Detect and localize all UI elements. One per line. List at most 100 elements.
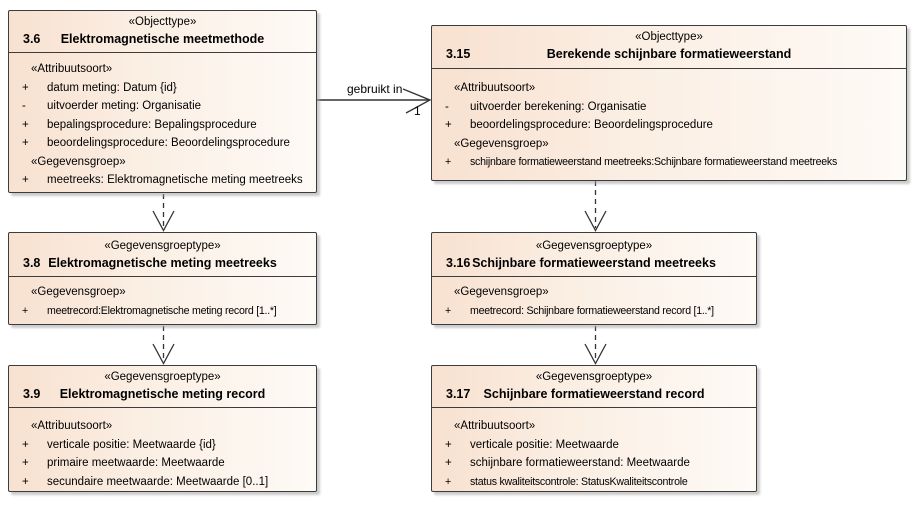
attribute-text: primaire meetwaarde: Meetwaarde bbox=[47, 457, 225, 469]
box-title-line: 3.15 Berekende schijnbare formatieweerst… bbox=[432, 46, 906, 63]
box-body: «Attribuutsoort» + datum meting: Datum {i… bbox=[9, 53, 316, 190]
attribute-row: + schijnbare formatieweerstand meetreeks:… bbox=[432, 153, 906, 172]
box-number: 3.16 bbox=[446, 256, 471, 270]
stereotype-header: «Gegevensgroep» bbox=[31, 286, 126, 298]
class-box-elektromagnetische-meting-record: «Gegevensgroeptype» 3.9 Elektromagnetisc… bbox=[8, 365, 317, 492]
visibility-symbol: + bbox=[22, 118, 29, 131]
box-title: «Gegevensgroeptype» 3.9 Elektromagnetisc… bbox=[9, 366, 316, 408]
stereotype-header: «Gegevensgroep» bbox=[454, 286, 549, 298]
box-title: «Gegevensgroeptype» 3.16 Schijnbare form… bbox=[432, 233, 756, 277]
dependency-arrowhead-3-8-to-3-9 bbox=[152, 343, 175, 365]
attribute-row: + datum meting: Datum {id} bbox=[9, 79, 316, 98]
class-box-elektromagnetische-meting-meetreeks: «Gegevensgroeptype» 3.8 Elektromagnetisc… bbox=[8, 232, 317, 325]
stereotype-label: «Gegevensgroeptype» bbox=[535, 240, 653, 252]
attribute-row: + status kwaliteitscontrole: StatusKwalit… bbox=[432, 473, 756, 492]
attribute-text: uitvoerder berekening: Organisatie bbox=[470, 100, 647, 113]
attribute-text: beoordelingsprocedure: Beoordelingsproce… bbox=[47, 137, 290, 149]
box-title: «Gegevensgroeptype» 3.17 Schijnbare form… bbox=[432, 366, 756, 408]
attribute-text: secundaire meetwaarde: Meetwaarde [0..1] bbox=[47, 475, 269, 488]
stereotype-header: «Gegevensgroep» bbox=[31, 155, 126, 168]
stereotype-header: «Attribuutsoort» bbox=[31, 420, 113, 432]
attribute-row: + verticale positie: Meetwaarde bbox=[432, 436, 756, 455]
attribute-text: schijnbare formatieweerstand: Meetwaarde bbox=[470, 457, 690, 469]
box-body: «Attribuutsoort» -uitvoerder berekening:… bbox=[432, 69, 906, 172]
attribute-row: + beoordelingsprocedure: Beoordelingsproc… bbox=[432, 116, 906, 135]
visibility-symbol: + bbox=[22, 174, 29, 186]
visibility-symbol: + bbox=[445, 304, 451, 317]
box-body: «Attribuutsoort» +verticale positie: Mee… bbox=[9, 408, 316, 491]
visibility-symbol: + bbox=[445, 475, 451, 488]
visibility-symbol: + bbox=[22, 438, 29, 451]
box-number: 3.6 bbox=[23, 32, 41, 46]
class-box-elektromagnetische-meetmethode: «Objecttype» 3.6 Elektromagnetische meet… bbox=[8, 10, 317, 193]
box-title: «Gegevensgroeptype» 3.8 Elektromagnetisc… bbox=[9, 233, 316, 277]
visibility-symbol: + bbox=[22, 475, 29, 488]
visibility-symbol: + bbox=[445, 457, 452, 469]
stereotype-label: «Gegevensgroeptype» bbox=[104, 371, 221, 383]
box-title: «Objecttype» 3.6 Elektromagnetische meet… bbox=[9, 11, 316, 53]
attribute-row: + meetrecord: Schijnbare formatieweerstan… bbox=[432, 302, 756, 321]
visibility-symbol: + bbox=[445, 438, 452, 451]
stereotype-label: «Gegevensgroeptype» bbox=[535, 371, 653, 383]
visibility-symbol: + bbox=[445, 156, 451, 168]
attribute-row: - uitvoerder meting: Organisatie bbox=[9, 97, 316, 116]
attribute-text: meetreeks: Elektromagnetische meting mee… bbox=[47, 174, 303, 186]
uses-connector-multiplicity: 1 bbox=[414, 104, 421, 118]
box-title-line: 3.9 Elektromagnetische meting record bbox=[9, 386, 316, 403]
attribute-text: verticale positie: Meetwaarde bbox=[470, 438, 619, 451]
dependency-arrowhead-3-16-to-3-17 bbox=[584, 343, 607, 365]
attribute-row: +meetrecord:Elektromagnetische meting re… bbox=[9, 302, 316, 321]
attribute-row: + beoordelingsprocedure: Beoordelingsproc… bbox=[9, 134, 316, 153]
attribute-row: + primaire meetwaarde: Meetwaarde bbox=[9, 454, 316, 473]
box-body: «Gegevensgroep» +meetrecord:Elektromagne… bbox=[9, 277, 316, 320]
visibility-symbol: + bbox=[22, 137, 29, 149]
attribute-row: + secundaire meetwaarde: Meetwaarde [0..1… bbox=[9, 473, 316, 492]
stereotype-label: «Objecttype» bbox=[635, 31, 703, 43]
attribute-row: - uitvoerder berekening: Organisatie bbox=[432, 98, 906, 117]
box-title-line: 3.6 Elektromagnetische meetmethode bbox=[9, 31, 316, 48]
attribute-text: meetrecord:Elektromagnetische meting rec… bbox=[47, 304, 277, 317]
attribute-row: + bepalingsprocedure: Bepalingsprocedure bbox=[9, 116, 316, 135]
visibility-symbol: - bbox=[22, 100, 26, 112]
box-number: 3.8 bbox=[23, 256, 41, 270]
attribute-text: status kwaliteitscontrole: StatusKwalite… bbox=[470, 475, 688, 488]
box-title: «Objecttype» 3.15 Berekende schijnbare f… bbox=[432, 26, 906, 69]
stereotype-header: «Gegevensgroep» bbox=[454, 137, 549, 150]
box-number: 3.15 bbox=[446, 47, 471, 61]
visibility-symbol: + bbox=[22, 81, 29, 94]
box-name: Elektromagnetische meting record bbox=[59, 387, 266, 401]
attribute-text: beoordelingsprocedure: Beoordelingsproce… bbox=[470, 119, 713, 131]
box-name: Elektromagnetische meting meetreeks bbox=[48, 256, 277, 270]
attribute-text: meetrecord: Schijnbare formatieweerstand… bbox=[470, 304, 714, 317]
visibility-symbol: + bbox=[445, 119, 452, 131]
visibility-symbol: - bbox=[445, 100, 449, 113]
stereotype-header: «Attribuutsoort» bbox=[31, 63, 113, 75]
stereotype-label: «Objecttype» bbox=[128, 16, 197, 28]
uses-connector-label: gebruikt in bbox=[347, 82, 403, 96]
box-number: 3.17 bbox=[446, 387, 471, 401]
stereotype-label: «Gegevensgroeptype» bbox=[104, 240, 221, 252]
stereotype-header: «Attribuutsoort» bbox=[454, 420, 536, 432]
box-name: Schijnbare formatieweerstand meetreeks bbox=[472, 256, 716, 270]
attribute-row: + meetreeks: Elektromagnetische meting me… bbox=[9, 171, 316, 190]
attribute-row: +verticale positie: Meetwaarde {id} bbox=[9, 436, 316, 455]
visibility-symbol: + bbox=[22, 457, 29, 469]
box-name: Schijnbare formatieweerstand record bbox=[483, 387, 705, 401]
dependency-arrowhead-3-6-to-3-8 bbox=[152, 210, 175, 232]
box-title-line: 3.17 Schijnbare formatieweerstand record bbox=[432, 386, 756, 403]
box-body: «Gegevensgroep» + meetrecord: Schijnbare … bbox=[432, 277, 756, 320]
box-number: 3.9 bbox=[23, 387, 41, 401]
box-name: Berekende schijnbare formatieweerstand bbox=[546, 47, 792, 61]
box-name: Elektromagnetische meetmethode bbox=[60, 32, 265, 46]
attribute-text: datum meting: Datum {id} bbox=[47, 81, 177, 94]
attribute-row: + schijnbare formatieweerstand: Meetwaard… bbox=[432, 454, 756, 473]
class-box-schijnbare-formatieweerstand-record: «Gegevensgroeptype» 3.17 Schijnbare form… bbox=[431, 365, 757, 492]
class-box-schijnbare-formatieweerstand-meetreeks: «Gegevensgroeptype» 3.16 Schijnbare form… bbox=[431, 232, 757, 325]
attribute-text: uitvoerder meting: Organisatie bbox=[47, 100, 202, 112]
attribute-text: schijnbare formatieweerstand meetreeks:S… bbox=[470, 156, 838, 168]
attribute-text: bepalingsprocedure: Bepalingsprocedure bbox=[47, 118, 257, 131]
class-box-berekende-schijnbare-formatieweerstand: «Objecttype» 3.15 Berekende schijnbare f… bbox=[431, 25, 907, 181]
box-body: «Attribuutsoort» + verticale positie: Mee… bbox=[432, 408, 756, 491]
box-title-line: 3.8 Elektromagnetische meting meetreeks bbox=[9, 255, 316, 272]
